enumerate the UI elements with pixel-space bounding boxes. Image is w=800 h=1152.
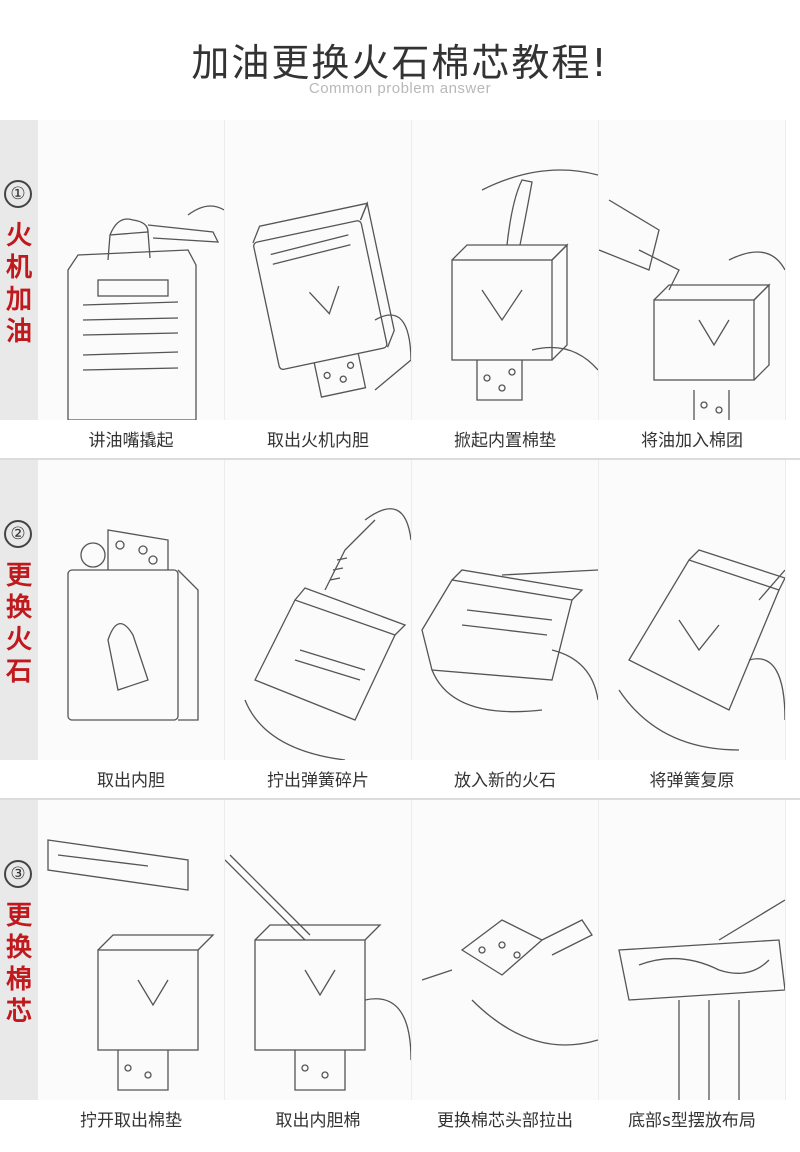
- spring-back-sketch: [618, 549, 785, 751]
- step-image: [225, 120, 412, 420]
- section-number: ②: [4, 520, 32, 548]
- section-wick: ③ 更换 棉芯 拧开取出棉垫: [0, 800, 800, 1140]
- step-image: [599, 120, 786, 420]
- section-label: 更换 棉芯: [5, 901, 32, 1027]
- section-number: ①: [4, 180, 32, 208]
- remove-pad-sketch: [47, 839, 215, 1091]
- step-image: [38, 460, 225, 760]
- step-image: [599, 800, 786, 1100]
- section-sidebar: ① 火机 加油: [0, 120, 38, 420]
- step-caption: 将弹簧复原: [649, 771, 735, 791]
- step-caption: 取出内胆: [97, 771, 165, 791]
- section-label: 更换 火石: [5, 561, 32, 687]
- section-sidebar: ③ 更换 棉芯: [0, 800, 38, 1100]
- new-flint-sketch: [421, 569, 598, 713]
- step-image: [412, 800, 599, 1100]
- step-caption: 更换棉芯头部拉出: [437, 1111, 573, 1131]
- step-image: [599, 460, 786, 760]
- step-image: [38, 800, 225, 1100]
- step-caption: 掀起内置棉垫: [454, 431, 556, 451]
- insert-out-sketch: [67, 529, 199, 721]
- section-flint: ② 更换 火石 取出内胆: [0, 460, 800, 800]
- header: 加油更换火石棉芯教程! Common problem answer: [0, 0, 800, 118]
- fuel-can-sketch: [67, 205, 224, 420]
- section-number: ③: [4, 860, 32, 888]
- step-image: [225, 460, 412, 760]
- step-image: [38, 120, 225, 420]
- refill-sketch: [599, 199, 785, 420]
- step-caption: 拧出弹簧碎片: [267, 771, 369, 791]
- s-layout-sketch: [618, 899, 785, 1100]
- page-subtitle: Common problem answer: [308, 80, 492, 97]
- divider: [0, 458, 800, 460]
- wick-sketch: [421, 919, 598, 1046]
- step-image: [225, 800, 412, 1100]
- step-caption: 取出火机内胆: [267, 431, 369, 451]
- cotton-out-sketch: [225, 854, 411, 1091]
- step-caption: 讲油嘴撬起: [88, 431, 174, 451]
- step-caption: 取出内胆棉: [275, 1111, 361, 1131]
- spring-sketch: [244, 508, 411, 760]
- insert-sketch: [252, 201, 411, 398]
- step-image: [412, 460, 599, 760]
- section-refuel: ① 火机 加油 讲油嘴撬起: [0, 120, 800, 460]
- wadding-sketch: [451, 169, 598, 401]
- step-image: [412, 120, 599, 420]
- step-caption: 将油加入棉团: [641, 431, 743, 451]
- step-caption: 放入新的火石: [454, 771, 556, 791]
- step-caption: 底部s型摆放布局: [628, 1111, 756, 1131]
- section-sidebar: ② 更换 火石: [0, 460, 38, 760]
- divider: [0, 798, 800, 800]
- section-label: 火机 加油: [5, 221, 32, 347]
- page-title: 加油更换火石棉芯教程!: [191, 41, 609, 85]
- step-caption: 拧开取出棉垫: [80, 1111, 182, 1131]
